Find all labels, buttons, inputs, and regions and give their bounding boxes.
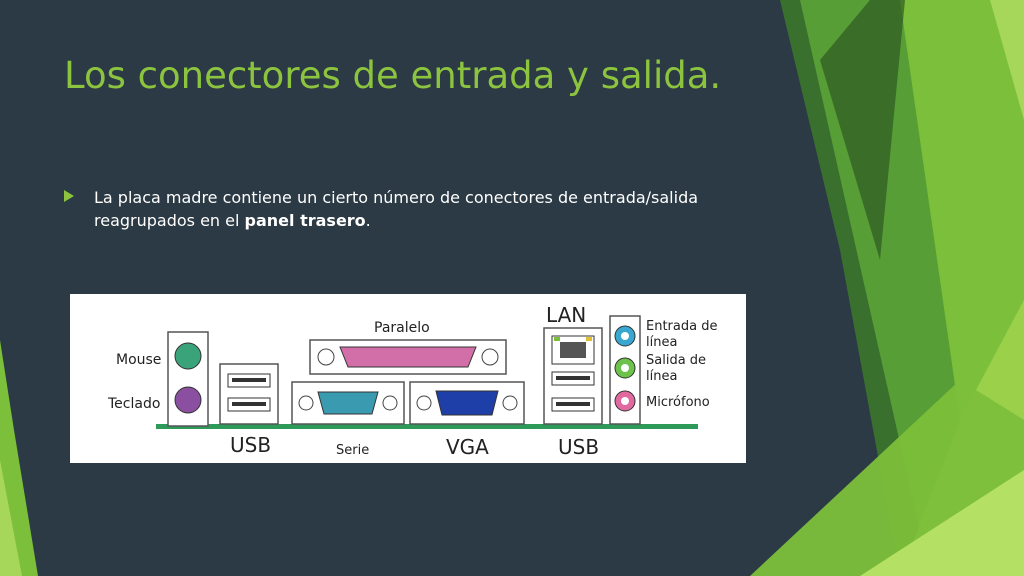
usb-left-housing <box>219 363 279 425</box>
label-paralelo: Paralelo <box>374 320 430 336</box>
vga-port-icon <box>435 390 499 416</box>
label-entrada-2: línea <box>646 335 677 350</box>
rear-panel-diagram: Mouse Teclado USB Paralelo Serie VGA <box>107 303 717 459</box>
label-vga: VGA <box>446 435 489 459</box>
label-usb-right: USB <box>558 435 599 459</box>
mouse-port-icon <box>174 342 202 370</box>
parallel-port-icon <box>339 346 477 368</box>
panel-base-plate <box>156 424 698 429</box>
keyboard-port-icon <box>174 386 202 414</box>
bullet-text-bold: panel trasero <box>244 211 366 230</box>
label-entrada-1: Entrada de <box>646 319 717 334</box>
serial-port-icon <box>317 391 379 415</box>
bullet-text-plain: La placa madre contiene un cierto número… <box>94 188 699 230</box>
label-salida-1: Salida de <box>646 353 706 368</box>
label-microfono: Micrófono <box>646 395 710 410</box>
label-teclado: Teclado <box>107 396 160 412</box>
label-mouse: Mouse <box>116 352 161 368</box>
label-lan: LAN <box>546 303 586 327</box>
bullet-text: La placa madre contiene un cierto número… <box>94 186 774 232</box>
label-serie: Serie <box>336 443 369 458</box>
bullet-text-end: . <box>365 211 371 230</box>
slide-title: Los conectores de entrada y salida. <box>64 54 722 97</box>
label-usb-left: USB <box>230 433 271 457</box>
triangle-bullet-icon <box>64 190 74 202</box>
label-salida-2: línea <box>646 369 677 384</box>
rear-panel-image: Mouse Teclado USB Paralelo Serie VGA <box>70 294 746 463</box>
